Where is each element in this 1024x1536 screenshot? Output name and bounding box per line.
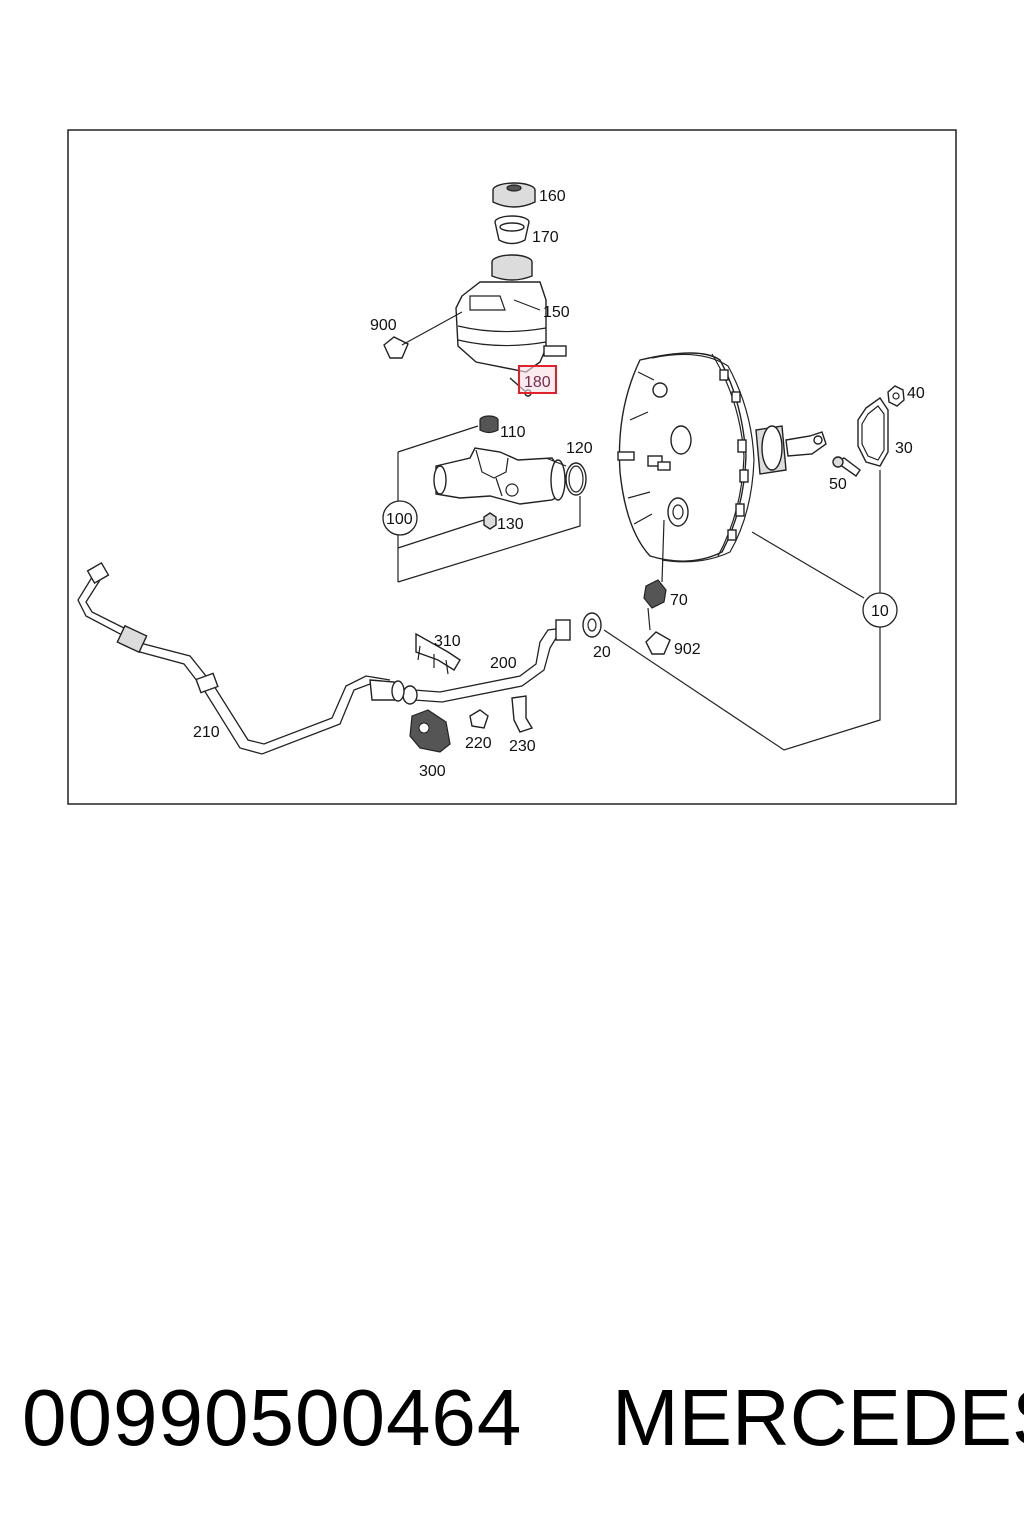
brand-name: MERCEDES (612, 1373, 1024, 1462)
label-tag-902-part[interactable] (645, 607, 671, 655)
highlight-box-180 (518, 365, 557, 394)
callout-110[interactable]: 110 (500, 424, 526, 441)
line-bracket-part[interactable] (415, 632, 461, 675)
label-tag-part[interactable] (383, 336, 409, 359)
callout-310[interactable]: 310 (434, 633, 461, 650)
callout-180[interactable]: 180 (524, 374, 551, 391)
callout-902[interactable]: 902 (674, 641, 701, 658)
callout-150[interactable]: 150 (543, 304, 570, 321)
callout-30[interactable]: 30 (895, 440, 913, 457)
master-cylinder-part[interactable] (433, 447, 566, 505)
clamp-part[interactable] (511, 695, 534, 733)
clip-part[interactable] (469, 709, 489, 729)
callout-900[interactable]: 900 (370, 317, 397, 334)
callout-20[interactable]: 20 (593, 644, 611, 661)
reservoir-cap-part[interactable] (492, 182, 536, 208)
callout-220[interactable]: 220 (465, 735, 492, 752)
gasket-part[interactable] (857, 397, 889, 467)
callout-300[interactable]: 300 (419, 763, 446, 780)
nut-part[interactable] (483, 512, 497, 530)
callout-160[interactable]: 160 (539, 188, 566, 205)
vacuum-line-part[interactable] (402, 619, 571, 705)
callout-130[interactable]: 130 (497, 516, 524, 533)
hex-nut-part[interactable] (887, 385, 905, 407)
bolt-part[interactable] (832, 456, 861, 477)
callout-100[interactable]: 100 (386, 511, 413, 528)
check-valve-part[interactable] (409, 709, 451, 753)
callout-circle-10 (862, 592, 898, 628)
callout-50[interactable]: 50 (829, 476, 847, 493)
callout-210[interactable]: 210 (193, 724, 220, 741)
brake-booster-part[interactable] (617, 352, 827, 563)
o-ring-part[interactable] (565, 462, 587, 496)
cap-seal-part[interactable] (494, 215, 530, 245)
callout-70[interactable]: 70 (670, 592, 688, 609)
callout-circle-100 (382, 500, 418, 536)
part-number: 00990500464 (22, 1373, 523, 1462)
reservoir-grommet-part[interactable] (479, 415, 499, 434)
callout-170[interactable]: 170 (532, 229, 559, 246)
callout-40[interactable]: 40 (907, 385, 925, 402)
grommet-part[interactable] (582, 612, 602, 638)
callout-200[interactable]: 200 (490, 655, 517, 672)
callout-120[interactable]: 120 (566, 440, 593, 457)
fluid-reservoir-part[interactable] (455, 254, 567, 373)
vacuum-hose-part[interactable] (77, 561, 405, 755)
diagram-frame (67, 129, 957, 805)
callout-10[interactable]: 10 (871, 603, 889, 620)
vacuum-sensor-part[interactable] (643, 519, 667, 609)
callout-230[interactable]: 230 (509, 738, 536, 755)
